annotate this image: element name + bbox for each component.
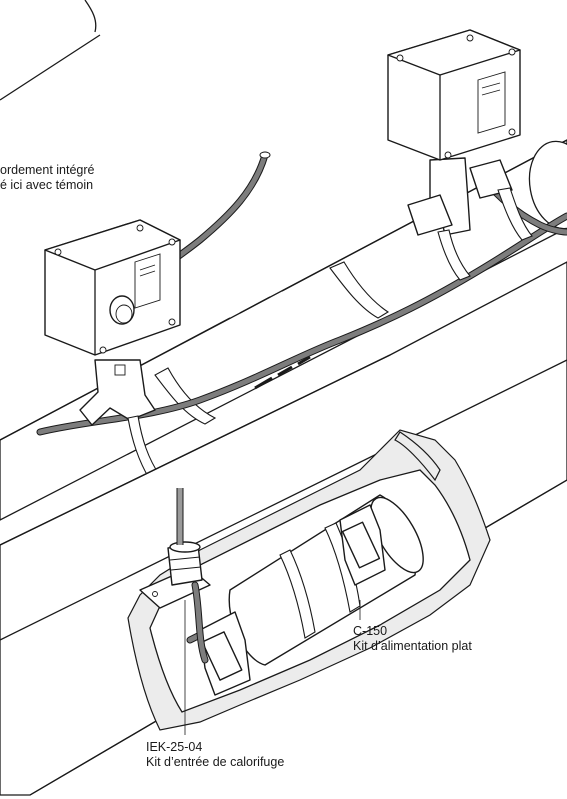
entry-kit-label: IEK-25-04 Kit d’entrée de calorifuge bbox=[146, 740, 284, 770]
power-connection-kit bbox=[199, 504, 386, 696]
gap-marks bbox=[254, 355, 311, 390]
entry-kit-name: Kit d’entrée de calorifuge bbox=[146, 755, 285, 769]
top-pipe-fragment bbox=[0, 0, 101, 101]
left-junction-box bbox=[44, 219, 181, 481]
entry-kit-code: IEK-25-04 bbox=[146, 740, 203, 754]
power-kit-name: Kit d’alimentation plat bbox=[353, 639, 472, 653]
power-kit-label: C-150 Kit d’alimentation plat bbox=[353, 624, 472, 654]
integrated-connection-line2: é ici avec témoin bbox=[0, 178, 94, 192]
insulation-entry-kit bbox=[139, 488, 211, 664]
upper-pipe bbox=[0, 139, 567, 521]
right-junction-box bbox=[387, 29, 533, 281]
power-kit-code: C-150 bbox=[353, 624, 388, 638]
integrated-connection-label: ordement intégré é ici avec témoin bbox=[0, 163, 95, 193]
leader-lines bbox=[184, 600, 361, 735]
integrated-connection-line1: ordement intégré bbox=[0, 163, 95, 177]
upper-pipe-bands bbox=[154, 261, 390, 425]
